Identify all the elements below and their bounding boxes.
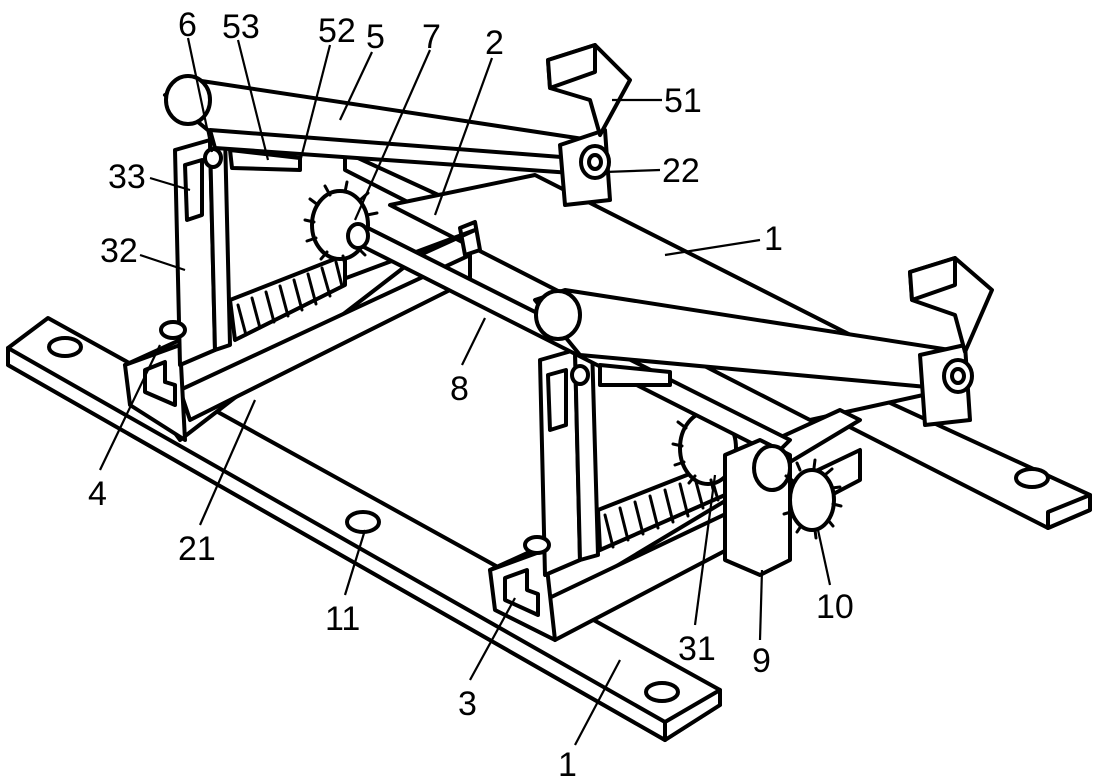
label-22: 22 — [662, 152, 700, 190]
label-8: 8 — [450, 370, 469, 408]
label-5: 5 — [366, 18, 385, 56]
label-7: 7 — [422, 18, 441, 56]
screw-right — [523, 535, 551, 555]
arm-right — [533, 256, 994, 427]
label-2: 2 — [485, 24, 504, 62]
t-rail-21 — [123, 228, 477, 442]
leader-lines — [99, 37, 832, 746]
upright-32 — [173, 133, 232, 367]
label-53: 53 — [222, 8, 260, 46]
label-51: 51 — [664, 82, 702, 120]
label-10: 10 — [816, 588, 854, 626]
knob-10 — [782, 458, 843, 540]
label-31: 31 — [678, 630, 716, 668]
upright-right — [538, 343, 600, 577]
label-52: 52 — [318, 12, 356, 50]
bearing-block-9 — [723, 438, 792, 577]
label-21: 21 — [178, 530, 216, 568]
label-4: 4 — [88, 475, 107, 513]
label-6: 6 — [178, 6, 197, 44]
label-33: 33 — [108, 158, 146, 196]
screw-4 — [159, 320, 187, 340]
rack-left — [228, 253, 347, 342]
label-1-front: 1 — [558, 746, 577, 780]
label-32: 32 — [100, 232, 138, 270]
label-11: 11 — [325, 600, 360, 638]
hole-11 — [345, 510, 381, 534]
label-3: 3 — [458, 685, 477, 723]
label-1-rear: 1 — [764, 220, 783, 258]
label-9: 9 — [752, 642, 771, 680]
part-labels: 6 53 52 5 7 2 51 22 33 1 32 8 4 21 11 10… — [88, 6, 854, 780]
